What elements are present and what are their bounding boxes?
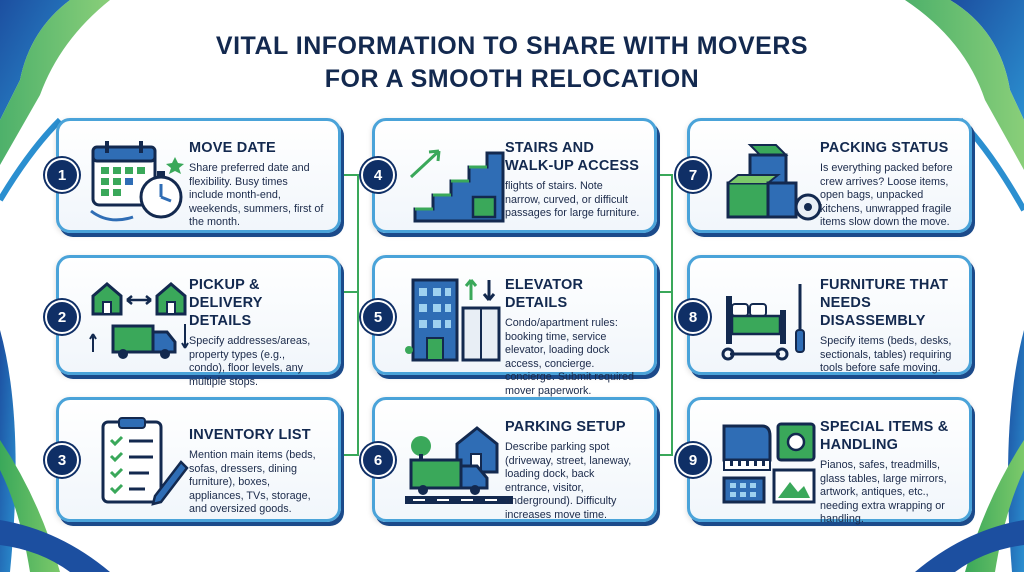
step-number-badge: 1 (45, 158, 79, 192)
clipboard-checklist-icon (89, 416, 197, 506)
step-number-badge: 3 (45, 443, 79, 477)
card-pickup-delivery: PICKUP & DELIVERY DETAILS Specify addres… (56, 255, 341, 388)
card-body: flights of stairs. Note narrow, curved, … (505, 180, 640, 219)
truck-house-icon (405, 416, 513, 506)
step-number-badge: 4 (361, 158, 395, 192)
card-heading: STAIRS AND WALK-UP ACCESS (505, 140, 640, 174)
card-body: Share preferred date and flexibility. Bu… (189, 162, 324, 228)
card-heading: ELEVATOR DETAILS (505, 277, 584, 311)
card-body: Condo/apartment rules: booking time, ser… (505, 317, 635, 397)
card-heading: SPECIAL ITEMS & HANDLING (820, 419, 949, 453)
step-number-badge: 9 (676, 443, 710, 477)
card-special-items: SPECIAL ITEMS & HANDLING Pianos, safes, … (687, 397, 972, 525)
card-stairs-access: STAIRS AND WALK-UP ACCESS flights of sta… (372, 118, 657, 233)
bed-tools-icon (720, 274, 828, 364)
card-heading: PARKING SETUP (505, 419, 626, 435)
card-move-date: MOVE DATE Share preferred date and flexi… (56, 118, 341, 233)
page-title: VITAL INFORMATION TO SHARE WITH MOVERS F… (0, 30, 1024, 96)
card-furniture-disassembly: FURNITURE THAT NEEDS DISASSEMBLY Specify… (687, 255, 972, 375)
card-heading: FURNITURE THAT NEEDS DISASSEMBLY (820, 277, 949, 329)
title-line-1: VITAL INFORMATION TO SHARE WITH MOVERS (215, 32, 809, 60)
boxes-tape-icon (720, 137, 828, 227)
card-body: Describe parking spot (driveway, street,… (505, 441, 632, 521)
card-body: Pianos, safes, treadmills, glass tables,… (820, 459, 947, 525)
card-heading: PACKING STATUS (820, 140, 949, 156)
card-inventory-list: INVENTORY LIST Mention main items (beds,… (56, 397, 341, 522)
card-body: Specify items (beds, desks, sectionals, … (820, 335, 952, 374)
step-number-badge: 8 (676, 300, 710, 334)
title-line-2: FOR A SMOOTH RELOCATION (324, 65, 700, 93)
card-parking-setup: PARKING SETUP Describe parking spot (dri… (372, 397, 657, 522)
card-packing-status: PACKING STATUS Is everything packed befo… (687, 118, 972, 233)
piano-safe-art-icon (720, 416, 828, 506)
stairs-box-icon (405, 137, 513, 227)
card-body: Specify addresses/areas, property types … (189, 335, 311, 388)
card-heading: INVENTORY LIST (189, 427, 311, 443)
step-number-badge: 5 (361, 300, 395, 334)
building-elevator-icon (405, 274, 513, 364)
step-number-badge: 7 (676, 158, 710, 192)
step-number-badge: 6 (361, 443, 395, 477)
card-elevator-details: ELEVATOR DETAILS Condo/apartment rules: … (372, 255, 657, 397)
card-heading: MOVE DATE (189, 140, 276, 156)
houses-truck-icon (89, 274, 197, 364)
card-body: Is everything packed before crew arrives… (820, 162, 953, 228)
card-heading: PICKUP & DELIVERY DETAILS (189, 277, 263, 329)
card-body: Mention main items (beds, sofas, dresser… (189, 449, 316, 515)
calendar-stopwatch-icon (89, 137, 197, 227)
step-number-badge: 2 (45, 300, 79, 334)
